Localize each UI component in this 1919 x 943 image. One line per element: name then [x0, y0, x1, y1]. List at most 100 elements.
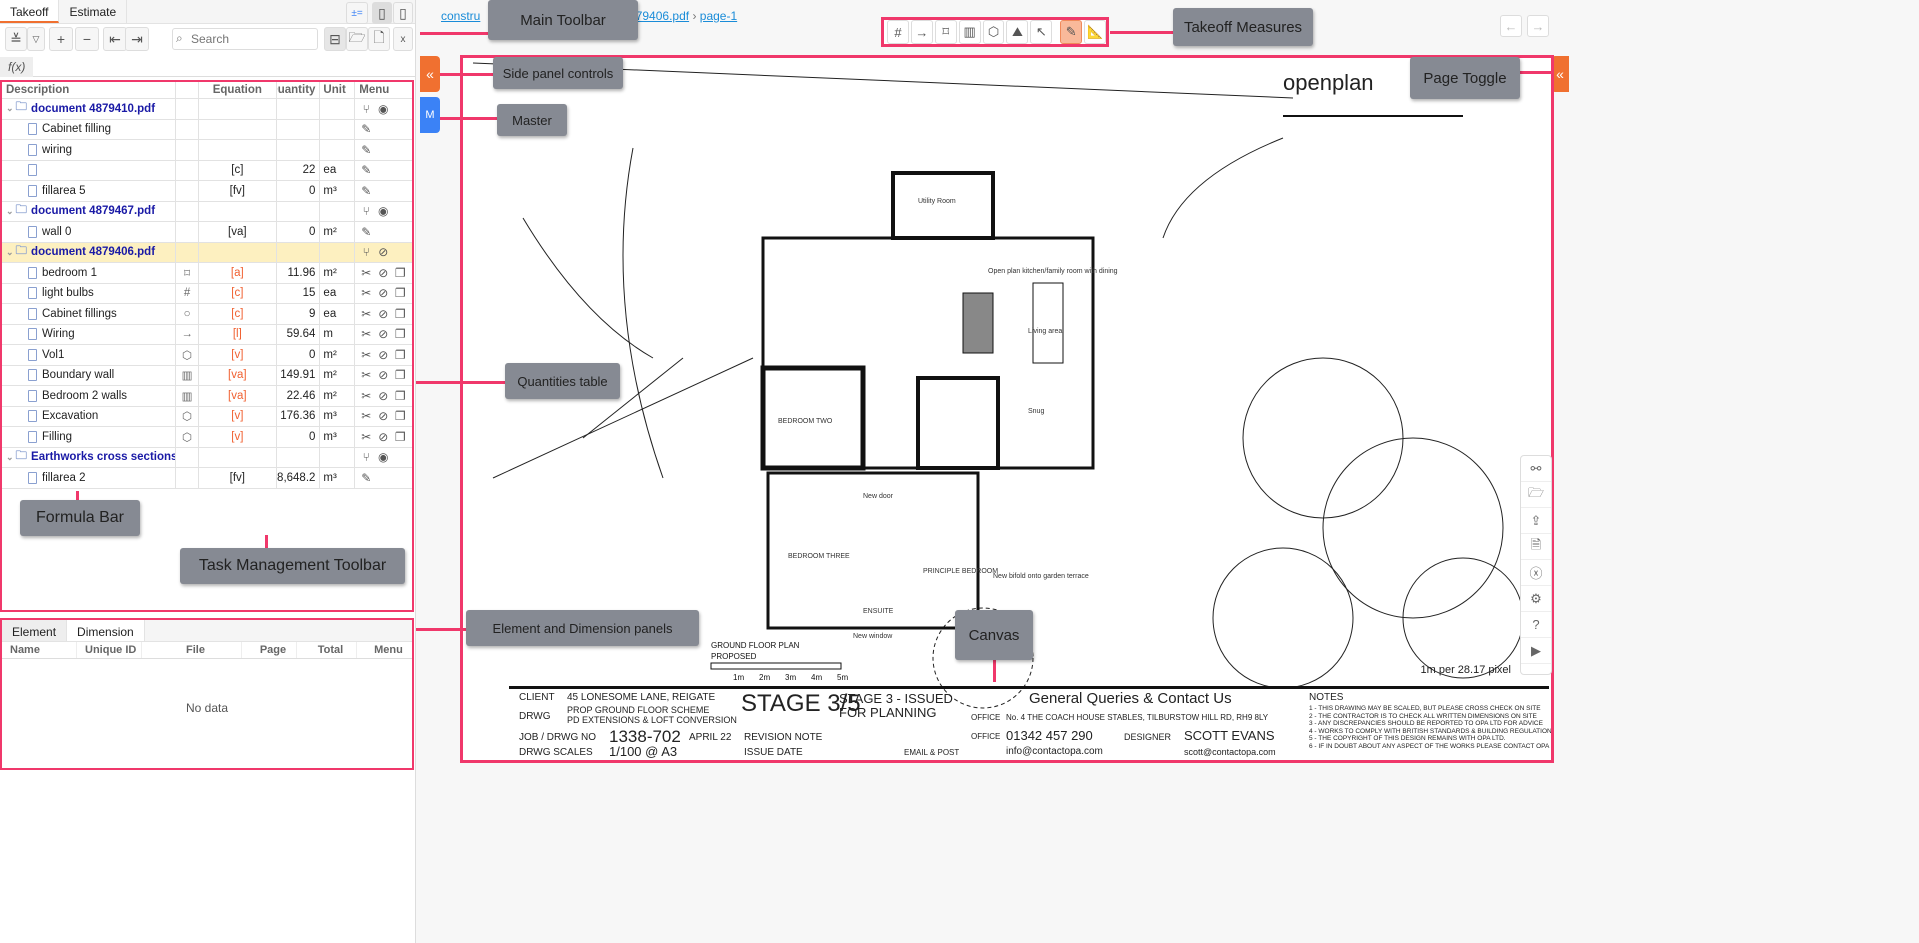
cell-equation[interactable]: [va]: [199, 386, 277, 406]
copy-icon[interactable]: ❐: [394, 368, 406, 383]
new-file-button[interactable]: 🗋: [368, 27, 390, 51]
eye-icon[interactable]: ◉: [378, 204, 389, 219]
folder-icon[interactable]: 🗁: [1521, 482, 1551, 508]
select-icon[interactable]: ↖: [1030, 20, 1053, 44]
cell-equation[interactable]: [199, 201, 277, 221]
col-description[interactable]: Description: [2, 82, 177, 98]
tab-estimate[interactable]: Estimate: [59, 0, 128, 23]
gear-icon[interactable]: ⚙: [1521, 586, 1551, 612]
table-row[interactable]: Cabinet filling✎: [2, 119, 412, 140]
breadcrumb-page[interactable]: page-1: [699, 9, 738, 23]
outdent-button[interactable]: ⇤: [103, 27, 127, 51]
tab-takeoff[interactable]: Takeoff: [0, 0, 60, 23]
tab-dimension[interactable]: Dimension: [67, 620, 145, 641]
unlink-icon[interactable]: ✂: [361, 286, 372, 301]
edit-icon[interactable]: ✎: [361, 142, 372, 157]
cell-equation[interactable]: [v]: [199, 345, 277, 365]
copy-icon[interactable]: ❐: [394, 327, 406, 342]
pencil-icon[interactable]: ✎: [1060, 20, 1083, 44]
eye-off-icon[interactable]: ⊘: [378, 327, 389, 342]
count-icon[interactable]: #: [887, 20, 909, 44]
indent-button[interactable]: ⇥: [125, 27, 149, 51]
unlink-icon[interactable]: ✂: [361, 327, 372, 342]
share-icon[interactable]: ⚯: [1521, 456, 1551, 482]
col-quantity[interactable]: Quantity: [277, 82, 321, 98]
eye-icon[interactable]: ◉: [378, 450, 389, 465]
eye-off-icon[interactable]: ⊘: [378, 306, 389, 321]
edit-icon[interactable]: ✎: [361, 470, 372, 485]
edit-icon[interactable]: ✎: [361, 163, 372, 178]
cell-equation[interactable]: [c]: [199, 304, 277, 324]
unlink-icon[interactable]: ✂: [361, 409, 372, 424]
copy-icon[interactable]: ❐: [394, 388, 406, 403]
tab-element[interactable]: Element: [2, 620, 68, 641]
export-excel-button[interactable]: x: [393, 27, 413, 51]
cell-equation[interactable]: [v]: [199, 406, 277, 426]
eye-off-icon[interactable]: ⊘: [378, 245, 389, 260]
unlink-icon[interactable]: ✂: [361, 429, 372, 444]
tree-icon[interactable]: ⑂: [362, 245, 370, 260]
table-group-row[interactable]: ⌄🗀Earthworks cross sections_...⑂◉: [2, 447, 412, 468]
cell-equation[interactable]: [fv]: [199, 181, 277, 201]
edit-icon[interactable]: ✎: [361, 224, 372, 239]
table-row[interactable]: wiring✎: [2, 140, 412, 161]
page-toggle-button[interactable]: «: [1551, 56, 1569, 92]
cell-equation[interactable]: [va]: [199, 222, 277, 242]
formula-bar[interactable]: f(x): [0, 57, 416, 77]
chevron-down-icon[interactable]: ⌄: [6, 246, 14, 257]
col-equation[interactable]: Equation: [199, 82, 277, 98]
chevron-down-icon[interactable]: ⌄: [6, 451, 14, 462]
copy-icon[interactable]: ❐: [394, 286, 406, 301]
master-button[interactable]: M: [420, 97, 440, 133]
cell-equation[interactable]: [va]: [199, 365, 277, 385]
unlink-icon[interactable]: ✂: [361, 306, 372, 321]
eye-off-icon[interactable]: ⊘: [378, 265, 389, 280]
col-name[interactable]: Name: [2, 642, 77, 658]
unlink-icon[interactable]: ✂: [361, 347, 372, 362]
cell-equation[interactable]: [199, 140, 277, 160]
excel-icon[interactable]: ⓧ: [1521, 560, 1551, 586]
cell-equation[interactable]: [fv]: [199, 468, 277, 488]
add-button[interactable]: +: [49, 27, 73, 51]
open-folder-button[interactable]: 🗁: [346, 27, 368, 51]
copy-icon[interactable]: ❐: [394, 409, 406, 424]
table-group-row[interactable]: ⌄🗀document 4879406.pdf⑂⊘: [2, 242, 412, 263]
tree-icon[interactable]: ⑂: [362, 204, 370, 219]
ruler-icon[interactable]: 📐: [1084, 20, 1107, 44]
table-group-row[interactable]: ⌄🗀document 4879467.pdf⑂◉: [2, 201, 412, 222]
copy-icon[interactable]: ❐: [394, 265, 406, 280]
chevron-down-icon[interactable]: ⌄: [6, 205, 14, 216]
eye-off-icon[interactable]: ⊘: [378, 409, 389, 424]
col-unique-id[interactable]: Unique ID: [77, 642, 142, 658]
cell-equation[interactable]: [199, 242, 277, 262]
col-file[interactable]: File: [142, 642, 242, 658]
unlink-icon[interactable]: ✂: [361, 368, 372, 383]
edit-icon[interactable]: ✎: [361, 122, 372, 137]
cell-equation[interactable]: [l]: [199, 324, 277, 344]
volume-icon[interactable]: ⬡: [982, 20, 1005, 44]
chevron-down-icon[interactable]: ⌄: [6, 103, 14, 114]
dropdown-caret-icon[interactable]: ▽: [27, 27, 45, 51]
area-icon[interactable]: ⌑: [934, 20, 957, 44]
search-input[interactable]: [172, 28, 318, 50]
left-layout-button[interactable]: ▯: [372, 2, 392, 24]
group-button[interactable]: ⊟: [324, 27, 346, 51]
tree-icon[interactable]: ⑂: [362, 450, 370, 465]
pdf-icon[interactable]: 🗎: [1521, 534, 1551, 560]
right-layout-button[interactable]: ▯: [393, 2, 413, 24]
side-panel-collapse-button[interactable]: «: [420, 56, 440, 92]
copy-icon[interactable]: ❐: [394, 306, 406, 321]
cell-equation[interactable]: [199, 99, 277, 119]
next-page-button[interactable]: →: [1527, 15, 1549, 37]
remove-button[interactable]: −: [75, 27, 99, 51]
